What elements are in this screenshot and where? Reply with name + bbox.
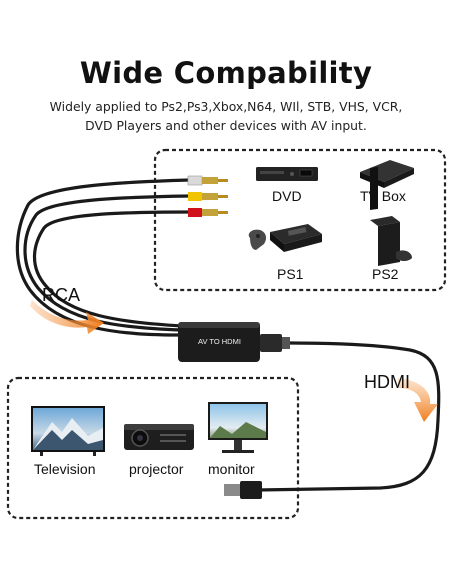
rca-label: RCA	[42, 285, 81, 305]
monitor-icon	[208, 402, 268, 453]
source-label-dvd: DVD	[272, 188, 302, 204]
hdmi-label: HDMI	[364, 372, 410, 392]
projector-icon	[124, 424, 194, 450]
display-devices-frame	[6, 376, 300, 520]
display-label-monitor: monitor	[208, 461, 255, 477]
hdmi-plug	[224, 481, 262, 499]
ps1-console-icon	[248, 224, 322, 252]
display-label-projector: projector	[129, 461, 184, 477]
rca-plug-white	[187, 175, 228, 186]
rca-plug-yellow	[188, 192, 228, 201]
source-label-tv-box: TV Box	[360, 188, 406, 204]
source-label-ps2: PS2	[372, 266, 399, 282]
tv-box-icon	[360, 160, 414, 188]
source-label-ps1: PS1	[277, 266, 304, 282]
converter-label: AV TO HDMI	[198, 337, 241, 346]
subtitle-line-1: Widely applied to Ps2,Ps3,Xbox,N64, WIl,…	[49, 99, 403, 114]
page-title: Wide Compability	[79, 56, 373, 90]
rca-cable	[15, 178, 192, 337]
hdmi-cable	[257, 341, 441, 492]
rca-arrow-icon	[30, 300, 104, 334]
source-devices-frame	[153, 148, 447, 292]
page-subtitle: Widely applied to Ps2,Ps3,Xbox,N64, WIl,…	[10, 97, 442, 135]
television-icon	[31, 406, 105, 456]
subtitle-line-2: DVD Players and other devices with AV in…	[85, 118, 367, 133]
rca-plug-red	[188, 208, 228, 217]
hdmi-arrow-icon	[398, 378, 438, 422]
dvd-player-icon	[256, 167, 318, 181]
display-label-television: Television	[34, 461, 96, 477]
converter-box	[178, 322, 290, 362]
ps2-console-icon	[370, 166, 412, 266]
